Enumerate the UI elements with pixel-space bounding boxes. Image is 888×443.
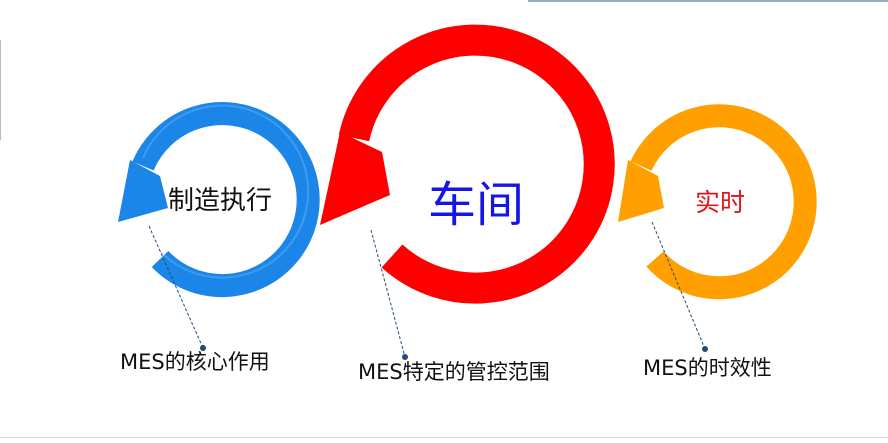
core-role-caption: MES的核心作用 [120,350,270,374]
workshop-word: 车间 [428,177,525,233]
top-border-line [528,0,888,2]
bottom-border-line [0,437,888,438]
orange-cycle-arrow-icon [618,104,817,300]
realtime-word: 实时 [695,188,746,217]
red-cycle-arrow-icon [320,24,615,304]
blue-cycle-arrow-icon [118,102,320,298]
control-scope-caption: MES特定的管控范围 [358,360,550,384]
timeliness-caption: MES的时效性 [643,356,772,380]
manufacturing-execution-word: 制造执行 [168,186,273,216]
red-leader-line [370,229,408,360]
left-edge-line [0,40,1,140]
blue-leader-line [148,225,206,351]
orange-leader-line [651,221,708,352]
